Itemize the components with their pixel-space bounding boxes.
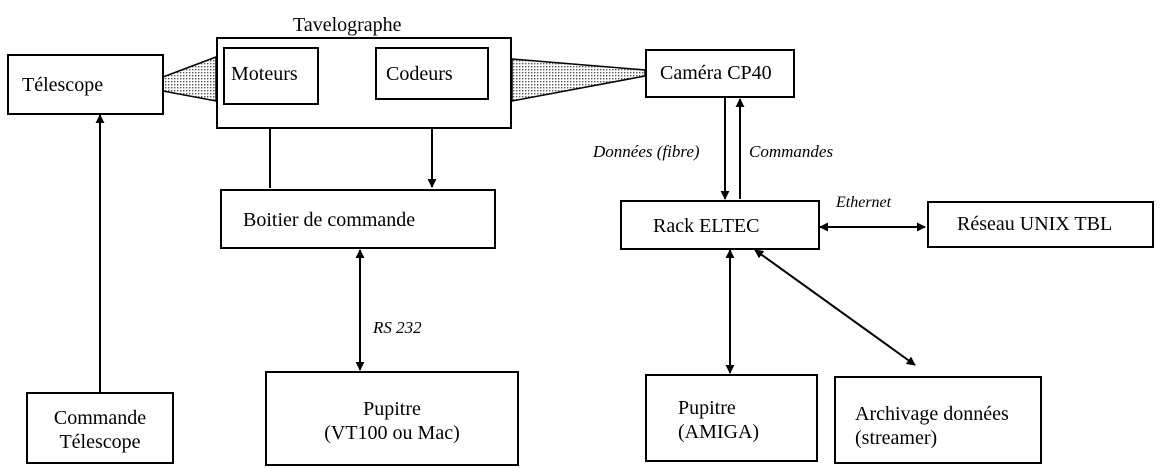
reseau-label: Réseau UNIX TBL xyxy=(957,213,1113,235)
codeurs-box xyxy=(375,47,489,100)
beam-telescope-tavelographe xyxy=(162,55,217,102)
pupitre-vt100-label-2: (VT100 ou Mac) xyxy=(324,422,460,444)
edge-label-rs232: RS 232 xyxy=(373,318,422,337)
camera-label: Caméra CP40 xyxy=(660,62,772,84)
reseau-box xyxy=(927,201,1154,248)
boitier-label: Boitier de commande xyxy=(243,209,416,231)
edge-label-ethernet: Ethernet xyxy=(836,194,892,211)
telescope-box xyxy=(7,54,164,115)
tavelographe-label: Tavelographe xyxy=(293,14,402,36)
moteurs-box xyxy=(223,47,319,105)
rack-box xyxy=(620,200,820,250)
pupitre-amiga-label-2: (AMIGA) xyxy=(678,421,760,443)
edge-label-donnees: Données (fibre) xyxy=(593,142,700,161)
archivage-label-1: Archivage données xyxy=(855,403,1009,425)
edge-label-commandes: Commandes xyxy=(749,142,834,161)
archivage-label-2: (streamer) xyxy=(855,427,938,449)
commande-telescope-label-2: Télescope xyxy=(59,431,141,453)
commande-telescope-label-1: Commande xyxy=(53,407,147,429)
pupitre-amiga-box xyxy=(645,374,818,462)
moteurs-label: Moteurs xyxy=(231,63,298,85)
telescope-label: Télescope xyxy=(22,74,104,96)
commande-telescope-box xyxy=(26,392,174,464)
rack-label: Rack ELTEC xyxy=(653,215,760,237)
pupitre-amiga-label-1: Pupitre xyxy=(678,397,736,419)
codeurs-label: Codeurs xyxy=(386,63,453,85)
beam-tavelographe-camera xyxy=(511,58,646,102)
camera-box xyxy=(645,49,795,98)
arrow-rack-archivage xyxy=(754,249,916,366)
pupitre-vt100-label-1: Pupitre xyxy=(363,398,421,420)
pupitre-vt100-box xyxy=(265,371,519,466)
archivage-box xyxy=(834,376,1042,464)
boitier-box xyxy=(220,189,496,249)
